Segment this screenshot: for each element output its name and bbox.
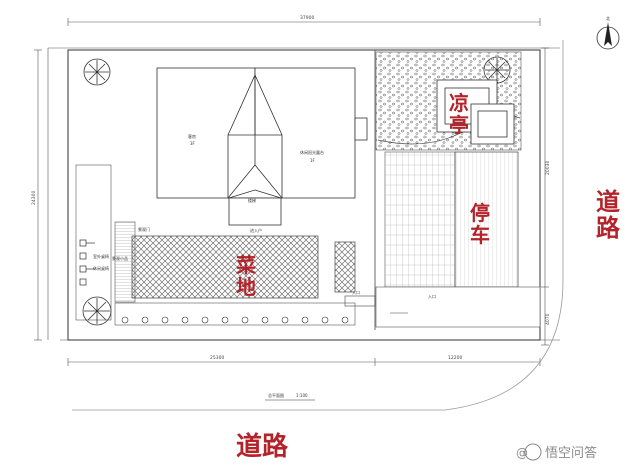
garden-side-plot — [334, 241, 356, 293]
pavilion-label: 凉亭 — [449, 91, 469, 137]
left-label-2: 休闲桌椅 — [93, 265, 109, 271]
top-dimension-label: 37900 — [300, 15, 314, 21]
bottom-dimension — [60, 339, 560, 366]
vegetable-garden-label: 菜地 — [235, 253, 256, 299]
plan-title-text: 总平面图 — [268, 392, 284, 398]
house-right-sub: 1F — [310, 158, 316, 163]
watermark: @ 悟空问答 — [516, 443, 597, 461]
parking-label: 停车 — [470, 201, 490, 247]
road-bottom-label: 道路 — [236, 431, 289, 462]
parking-driveway — [384, 151, 456, 288]
left-dimension-label: 24300 — [31, 191, 37, 205]
north-label: 北 — [606, 15, 610, 21]
house-right-label: 休闲阳光露台 — [300, 149, 324, 155]
north-arrow: 北 — [596, 15, 620, 50]
garden-label: 景观门 — [138, 226, 150, 232]
hedge-strip — [114, 302, 356, 326]
road-edge — [72, 40, 564, 411]
pavilion-structure — [436, 79, 515, 145]
house-room-sub: 3F — [190, 141, 196, 146]
tree-bottom-left — [82, 296, 112, 326]
left-dimension — [34, 48, 49, 341]
gate-left-label: 入口 — [352, 290, 360, 295]
outdoor-furniture — [79, 239, 95, 286]
right-dimension-upper-label: 20030 — [545, 161, 551, 175]
house-entry-label: 进入户 — [250, 227, 262, 233]
vegetable-garden-plot — [131, 235, 319, 299]
watermark-prefix: @ — [516, 446, 528, 460]
bottom-dimension-left-label: 25300 — [210, 355, 224, 361]
road-right-label: 道路 — [596, 188, 621, 242]
left-planter — [75, 164, 112, 321]
bottom-dimension-right-label: 12200 — [448, 355, 462, 361]
left-label-1: 室外桌椅 — [93, 253, 109, 259]
right-dimension — [541, 47, 549, 346]
tree-top-left — [83, 58, 111, 86]
right-dimension-lower-label: 4070 — [545, 313, 551, 325]
watermark-text: 悟空问答 — [545, 445, 597, 461]
gate-right-label: 入口 — [428, 294, 436, 299]
left-label-3: 景观小品 — [112, 255, 128, 261]
gate-left — [344, 295, 376, 307]
house-room-label: 客房 — [188, 133, 196, 139]
hedge-shrubs — [121, 316, 387, 324]
site-boundary — [67, 49, 541, 341]
entrance-forecourt — [375, 286, 541, 328]
plan-title-scale: 1:100 — [296, 393, 308, 398]
plan-title: 总平面图 1:100 — [265, 392, 315, 401]
top-dimension — [48, 18, 560, 49]
house-center-label: 楼梯 — [248, 197, 256, 203]
house — [156, 67, 368, 226]
